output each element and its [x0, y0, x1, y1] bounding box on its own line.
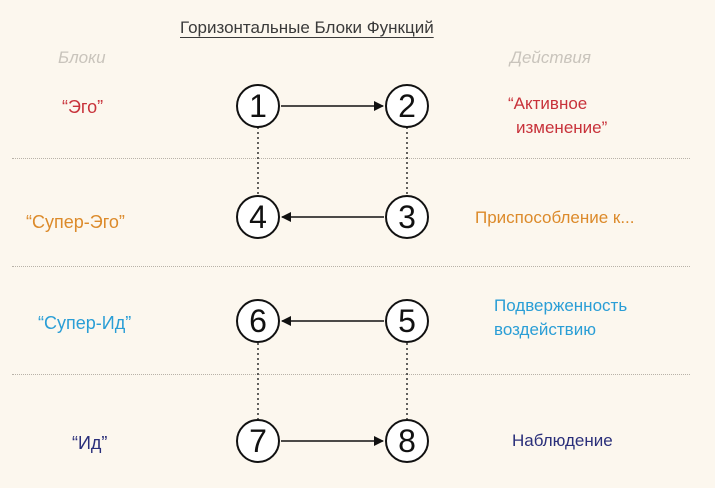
- node-3-label: 3: [398, 199, 416, 235]
- node-4: 4: [236, 195, 280, 239]
- node-6-label: 6: [249, 303, 267, 339]
- superid-label: “Супер-Ид”: [38, 313, 132, 333]
- node-2: 2: [385, 84, 429, 128]
- id-label: “Ид”: [72, 433, 108, 453]
- divider-3: [12, 374, 690, 375]
- active-change-action: “Активное изменение”: [508, 92, 607, 140]
- exposure-line1: Подверженность: [494, 296, 628, 315]
- active-change-line1: “Активное: [508, 94, 588, 113]
- divider-1: [12, 158, 690, 159]
- node-7: 7: [236, 419, 280, 463]
- observation-action: Наблюдение: [512, 431, 613, 450]
- exposure-action: Подверженность воздействию: [494, 294, 627, 342]
- diagram-title: Горизонтальные Блоки Функций: [180, 18, 434, 37]
- node-4-label: 4: [249, 199, 267, 235]
- node-8: 8: [385, 419, 429, 463]
- node-7-label: 7: [249, 423, 267, 459]
- adaptation-action: Приспособление к...: [475, 208, 635, 227]
- node-8-label: 8: [398, 423, 416, 459]
- exposure-line2: воздействию: [494, 320, 596, 339]
- superego-label: “Супер-Эго”: [26, 212, 125, 232]
- actions-column-header: Действия: [510, 48, 591, 67]
- node-2-label: 2: [398, 88, 416, 124]
- node-5: 5: [385, 299, 429, 343]
- node-6: 6: [236, 299, 280, 343]
- node-1: 1: [236, 84, 280, 128]
- divider-2: [12, 266, 690, 267]
- ego-label: “Эго”: [62, 97, 104, 117]
- blocks-column-header: Блоки: [58, 48, 106, 67]
- active-change-line2: изменение”: [516, 118, 608, 137]
- node-3: 3: [385, 195, 429, 239]
- node-1-label: 1: [249, 88, 267, 124]
- node-5-label: 5: [398, 303, 416, 339]
